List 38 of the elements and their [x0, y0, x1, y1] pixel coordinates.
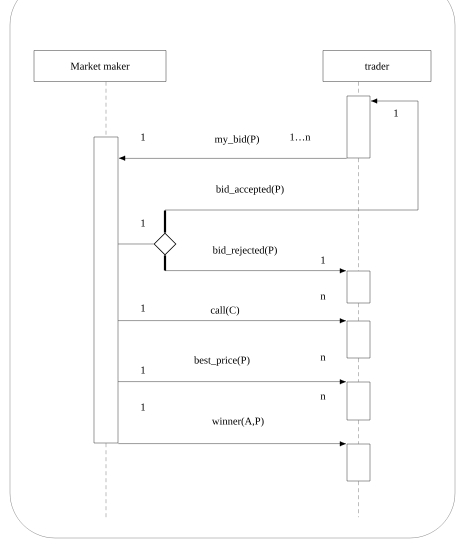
activation-bar: [346, 444, 370, 482]
message-arrow: [164, 255, 346, 274]
multiplicity-label: n: [320, 394, 326, 400]
message-arrow: [118, 156, 347, 161]
message-label: bid_rejected(P): [212, 246, 277, 256]
activation-bar: [346, 96, 370, 158]
lifeline: [358, 358, 359, 382]
multiplicity-label: 1: [141, 220, 145, 226]
multiplicity-label: 1: [141, 134, 145, 140]
message-label: call(C): [210, 306, 240, 316]
multiplicity-label: 1: [141, 404, 145, 410]
message-arrow: [118, 318, 346, 324]
branch-diamond: [154, 210, 176, 270]
multiplicity-label: 1: [141, 366, 145, 374]
lifeline: [358, 481, 359, 518]
lifeline: [358, 303, 359, 321]
message-label: bid_accepted(P): [216, 185, 284, 195]
activation-bar: [346, 320, 370, 358]
lifeline: [358, 158, 359, 271]
message-label: my_bid(P): [214, 135, 259, 145]
lifeline-head-box: Market maker: [34, 50, 166, 82]
activation-bar: [346, 382, 370, 420]
lifeline: [358, 420, 359, 444]
message-arrow: [118, 441, 346, 446]
multiplicity-label: n: [320, 356, 326, 360]
message-label: best_price(P): [194, 356, 250, 366]
multiplicity-label: n: [320, 294, 326, 300]
lifeline: [358, 82, 359, 96]
message-arrow: [164, 98, 418, 233]
lifeline-head-box: trader: [322, 50, 432, 82]
multiplicity-label: 1: [141, 304, 145, 312]
multiplicity-label: 1: [394, 110, 398, 116]
multiplicity-label: 1: [321, 256, 325, 264]
message-label: winner(A,P): [212, 417, 264, 427]
message-arrow: [118, 379, 346, 384]
multiplicity-label: 1…n: [290, 133, 310, 141]
activation-bar: [346, 270, 370, 304]
activation-bar: [94, 136, 118, 444]
